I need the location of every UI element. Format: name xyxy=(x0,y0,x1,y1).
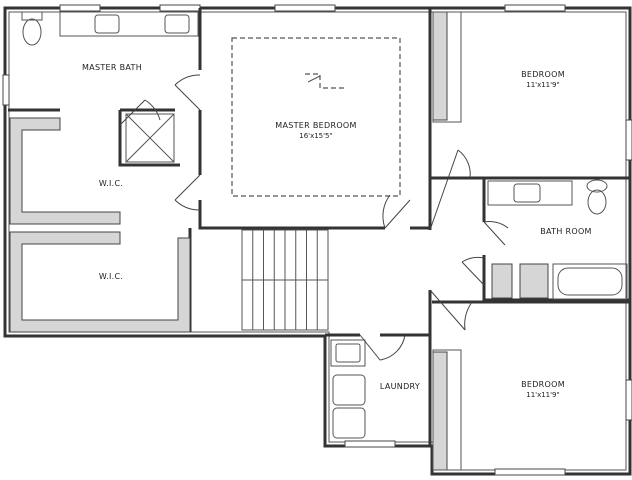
label-master-bedroom: MASTER BEDROOM xyxy=(275,121,356,130)
washer xyxy=(332,374,366,406)
tray-ceiling xyxy=(231,37,401,197)
doors[interactable] xyxy=(119,74,509,361)
bath-toilet xyxy=(586,179,608,215)
dryer xyxy=(332,407,366,439)
arrow-icon xyxy=(307,75,321,83)
shower xyxy=(125,113,175,163)
label-master-bath: MASTER BATH xyxy=(82,63,142,72)
laundry-door xyxy=(359,334,406,361)
laundry-sink xyxy=(330,339,366,367)
bedroom-top-closet xyxy=(432,11,462,123)
size-master-bedroom: 16'x15'5" xyxy=(299,132,332,140)
shower-door xyxy=(119,99,161,126)
bath-vanity xyxy=(487,180,573,206)
bedroom-top-closet-shelf xyxy=(432,11,448,121)
size-bedroom-bottom: 11'x11'9" xyxy=(526,391,559,399)
master-bedroom-door xyxy=(382,194,411,229)
label-bedroom-bottom: BEDROOM xyxy=(521,380,565,389)
ceiling-detail xyxy=(305,73,345,89)
label-laundry: LAUNDRY xyxy=(380,382,420,391)
bathtub xyxy=(552,263,628,300)
master-bath-toilet xyxy=(21,11,43,46)
label-bath-room: BATH ROOM xyxy=(540,227,592,236)
master-bath-door xyxy=(174,74,201,111)
bedroom-bottom-closet xyxy=(432,349,462,471)
wic-shelves xyxy=(9,117,191,333)
label-bedroom-top: BEDROOM xyxy=(521,70,565,79)
master-bath-vanity xyxy=(59,11,199,37)
bedroom-bottom-closet-shelf xyxy=(432,351,448,471)
bath-door xyxy=(483,221,509,246)
wic-door xyxy=(174,174,201,211)
bedroom-top-door xyxy=(429,149,471,231)
bedroom-bottom-door xyxy=(429,289,473,331)
size-bedroom-top: 11'x11'9" xyxy=(526,81,559,89)
staircase[interactable] xyxy=(241,229,329,331)
linen-door xyxy=(461,256,485,286)
label-wic-upper: W.I.C. xyxy=(99,179,123,188)
windows xyxy=(2,4,632,476)
label-wic-lower: W.I.C. xyxy=(99,272,123,281)
linen-cabinets xyxy=(491,263,549,299)
